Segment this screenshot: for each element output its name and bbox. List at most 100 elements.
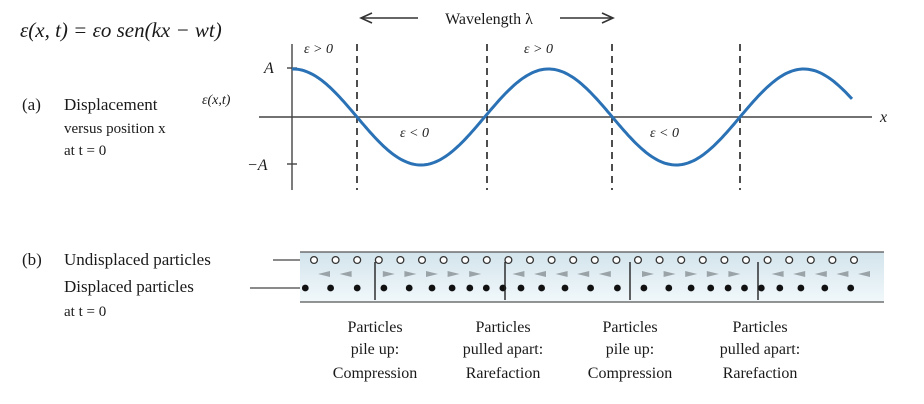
caption-4-line1: Particles — [732, 319, 787, 336]
undisplaced-particle — [828, 255, 837, 265]
axes — [259, 44, 872, 190]
undisplaced-particle — [763, 255, 772, 265]
displaced-particle — [776, 284, 784, 292]
panel-a-y-symbol: ε(x,t) — [202, 93, 231, 108]
undisplaced-particle — [698, 255, 707, 265]
undisplaced-particle — [504, 255, 513, 265]
displaced-particle — [327, 284, 334, 292]
caption-4: Particles pulled apart: Rarefaction — [720, 319, 800, 382]
caption-2-line2: pulled apart: — [463, 341, 543, 358]
displacement-arrow — [512, 271, 525, 277]
displacement-arrow — [447, 271, 460, 277]
displaced-particle — [466, 284, 474, 292]
displaced-particle — [301, 284, 309, 292]
caption-1-line1: Particles — [347, 319, 402, 336]
caption-3-line2: pile up: — [606, 341, 654, 358]
displacement-arrow — [426, 271, 438, 277]
displacement-arrow — [771, 271, 784, 277]
displaced-particle — [380, 284, 388, 292]
displacement-arrow — [814, 271, 827, 277]
caption-3: Particles pile up: Compression — [588, 319, 672, 382]
wavelength-label: Wavelength λ — [445, 11, 533, 28]
undisplaced-label: Undisplaced particles — [64, 250, 211, 269]
sign-label-1: ε > 0 — [304, 42, 333, 57]
caption-2-line3: Rarefaction — [466, 365, 541, 382]
displacement-arrow — [836, 271, 849, 277]
displacement-arrow — [706, 271, 719, 277]
displaced-particle — [687, 284, 695, 292]
displaced-particle — [353, 284, 361, 292]
displacement-arrow — [469, 271, 482, 277]
wave-equation: ε(x, t) = εo sen(kx − wt) — [20, 18, 222, 42]
undisplaced-particle — [612, 255, 621, 265]
displaced-particle — [587, 284, 594, 292]
displaced-particle — [797, 284, 805, 292]
particle-row — [301, 255, 870, 300]
caption-2-line1: Particles — [475, 319, 530, 336]
panel-b-tag: (b) — [22, 250, 42, 269]
wavelength-arrow — [359, 12, 615, 24]
amp-pos-label: A — [263, 60, 274, 77]
caption-3-line1: Particles — [602, 319, 657, 336]
undisplaced-particle — [353, 255, 362, 265]
undisplaced-particle — [439, 255, 448, 265]
displaced-particle — [741, 284, 748, 292]
displacement-arrow — [793, 271, 806, 277]
displacement-arrow — [404, 271, 417, 277]
displaced-particle — [614, 284, 621, 292]
undisplaced-particle — [482, 255, 491, 265]
displaced-particle — [517, 284, 525, 292]
displaced-particle — [847, 284, 855, 292]
x-axis-label: x — [879, 109, 887, 126]
displaced-particle — [448, 284, 456, 292]
undisplaced-particle — [331, 255, 340, 265]
displaced-time: at t = 0 — [64, 304, 106, 320]
sign-label-3: ε < 0 — [400, 126, 429, 141]
displacement-arrow — [339, 271, 352, 277]
displaced-particle — [538, 284, 545, 292]
displacement-arrow — [858, 271, 870, 277]
undisplaced-particle — [417, 255, 427, 265]
undisplaced-particle — [677, 255, 686, 265]
sign-label-2: ε > 0 — [524, 42, 553, 57]
undisplaced-particle — [396, 255, 405, 265]
undisplaced-particle — [309, 255, 319, 265]
displacement-arrow — [685, 271, 698, 277]
displacement-arrow — [318, 271, 330, 277]
caption-4-line2: pulled apart: — [720, 341, 800, 358]
undisplaced-particle — [590, 255, 599, 265]
undisplaced-particle — [741, 255, 751, 265]
displaced-particle — [428, 284, 436, 292]
displaced-particle — [482, 284, 490, 292]
displacement-arrow — [534, 271, 546, 277]
undisplaced-particle — [849, 255, 859, 265]
displacement-arrow — [555, 271, 568, 277]
undisplaced-particle — [525, 255, 535, 265]
displaced-particle — [405, 284, 413, 292]
displacement-arrow — [598, 271, 611, 277]
undisplaced-particle — [720, 255, 729, 265]
panel-a-title: Displacement — [64, 95, 158, 114]
panel-a-time: at t = 0 — [64, 143, 106, 159]
displaced-label: Displaced particles — [64, 277, 194, 296]
undisplaced-particle — [569, 255, 578, 265]
amp-neg-label: −A — [247, 157, 268, 174]
displacement-arrow — [642, 271, 654, 277]
caption-1-line3: Compression — [333, 365, 417, 382]
panel-a-subtitle: versus position x — [64, 121, 166, 137]
displacement-arrow — [382, 271, 395, 277]
displaced-particle — [707, 284, 715, 292]
undisplaced-particle — [547, 255, 556, 265]
displacement-arrow — [728, 271, 741, 277]
displaced-particle — [640, 284, 648, 292]
caption-4-line3: Rarefaction — [723, 365, 798, 382]
caption-1-line2: pile up: — [351, 341, 399, 358]
undisplaced-particle — [806, 255, 815, 265]
displaced-particle — [821, 284, 829, 292]
displacement-arrow — [577, 271, 590, 277]
undisplaced-particle — [785, 255, 794, 265]
displacement-arrow — [663, 271, 676, 277]
undisplaced-particle — [633, 255, 643, 265]
undisplaced-particle — [374, 255, 383, 265]
